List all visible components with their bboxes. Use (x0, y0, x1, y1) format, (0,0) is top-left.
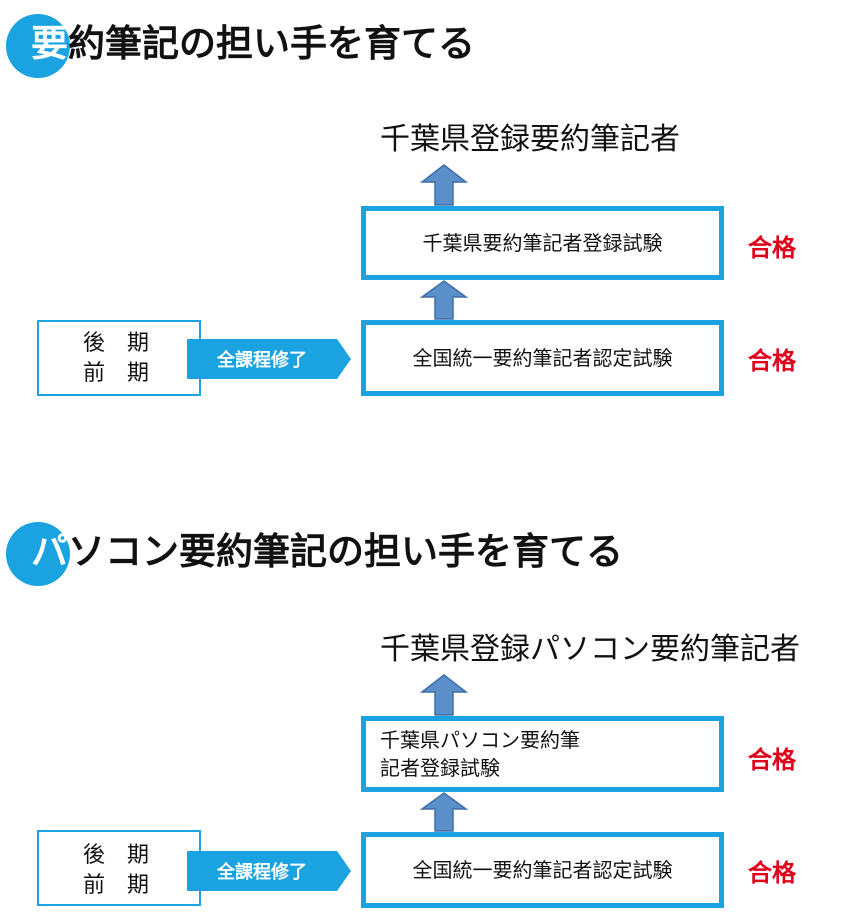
upper-exam-label: 千葉県パソコン要約筆記者登録試験 (380, 728, 580, 780)
lower-exam-box: 全国統一要約筆記者認定試験 (361, 832, 724, 908)
completion-label: 全課程修了 (217, 862, 307, 883)
target-title: 千葉県登録要約筆記者 (380, 122, 680, 157)
arrow-right-icon (337, 339, 351, 379)
course-terms-box: 後 期 前 期 (37, 830, 201, 906)
term-early: 前 期 (83, 873, 150, 898)
pass-label-lower: 合格 (748, 859, 796, 887)
section-heading: 要約筆記の担い手を育てる (31, 22, 475, 66)
heading-text: 約筆記の担い手を育てる (68, 22, 475, 65)
term-late: 後 期 (83, 843, 150, 868)
target-title: 千葉県登録パソコン要約筆記者 (380, 632, 800, 667)
heading-circle (6, 522, 70, 586)
heading-first-char: パ (31, 530, 68, 573)
pass-label-upper: 合格 (748, 746, 796, 774)
pass-label-lower: 合格 (748, 347, 796, 375)
course-terms-box: 後 期 前 期 (37, 320, 201, 396)
arrow-right-icon (337, 851, 351, 891)
completion-badge: 全課程修了 (187, 339, 337, 379)
up-arrow-icon (419, 164, 469, 206)
lower-exam-label: 全国統一要約筆記者認定試験 (412, 346, 673, 370)
lower-exam-box: 全国統一要約筆記者認定試験 (361, 320, 724, 396)
upper-exam-label: 千葉県要約筆記者登録試験 (422, 231, 663, 255)
heading-circle (6, 14, 70, 78)
section-heading: パソコン要約筆記の担い手を育てる (31, 530, 623, 574)
up-arrow-icon (419, 674, 469, 716)
term-late: 後 期 (83, 331, 150, 356)
up-arrow-icon (419, 792, 469, 832)
completion-label: 全課程修了 (217, 350, 307, 371)
term-early: 前 期 (83, 361, 150, 386)
lower-exam-label: 全国統一要約筆記者認定試験 (412, 858, 673, 882)
completion-badge: 全課程修了 (187, 851, 337, 891)
upper-exam-box: 千葉県要約筆記者登録試験 (361, 206, 724, 280)
up-arrow-icon (419, 280, 469, 320)
heading-text: ソコン要約筆記の担い手を育てる (68, 530, 623, 573)
heading-first-char: 要 (31, 22, 68, 65)
pass-label-upper: 合格 (748, 234, 796, 262)
upper-exam-box: 千葉県パソコン要約筆記者登録試験 (361, 716, 724, 792)
